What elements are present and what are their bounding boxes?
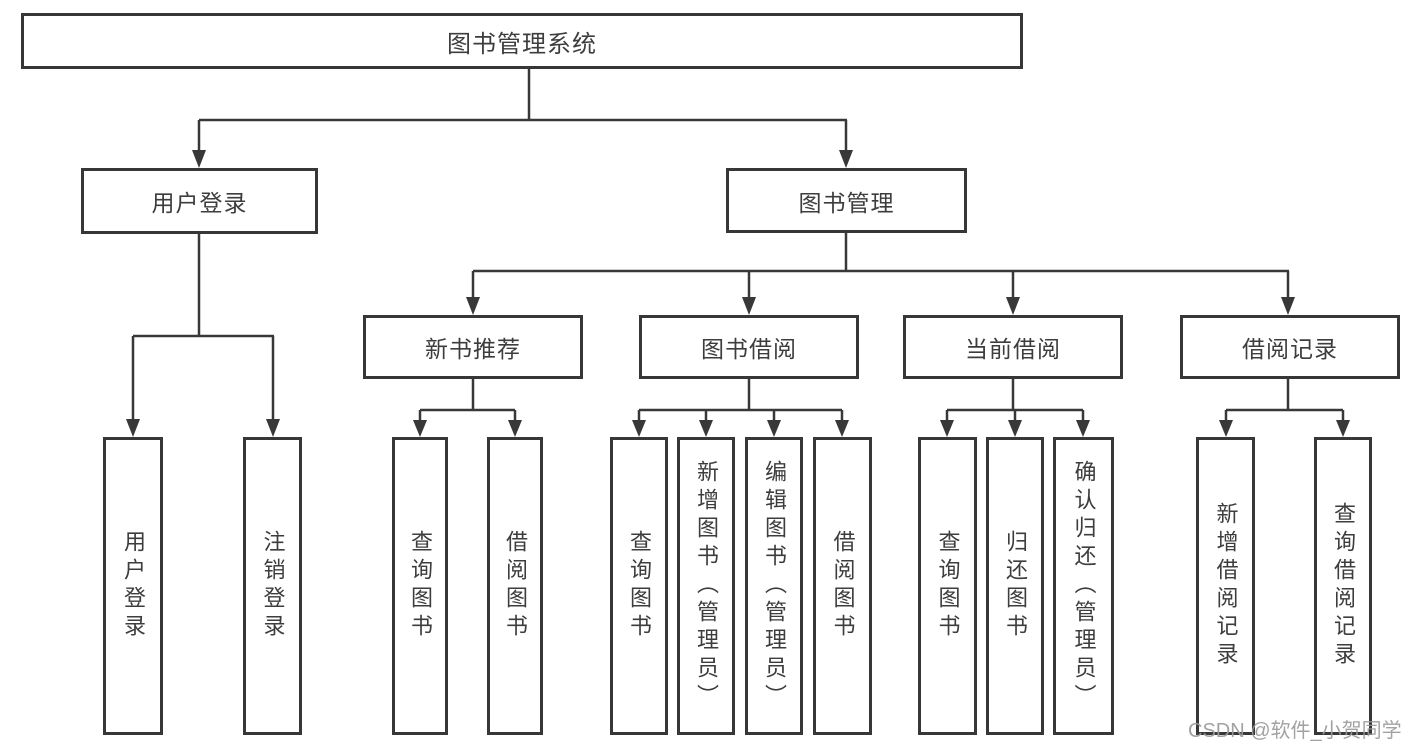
leaf-query-books-1-label: 查询图书 (408, 530, 433, 642)
node-root-label: 图书管理系统 (447, 30, 597, 58)
leaf-user-login: 用户登录 (103, 437, 163, 735)
node-borrowing-records-label: 借阅记录 (1242, 336, 1338, 362)
leaf-add-book-admin: 新增图书（管理员） (677, 437, 735, 735)
node-root: 图书管理系统 (21, 13, 1023, 69)
leaf-logout: 注销登录 (243, 437, 302, 735)
node-book-borrowing: 图书借阅 (639, 315, 859, 379)
leaf-borrow-books-2: 借阅图书 (813, 437, 872, 735)
csdn-watermark: CSDN @软件_小贺同学 (1188, 720, 1402, 742)
node-borrowing-records: 借阅记录 (1180, 315, 1400, 379)
leaf-query-borrow-record: 查询借阅记录 (1314, 437, 1372, 735)
node-user-login: 用户登录 (81, 168, 318, 234)
leaf-borrow-books-1: 借阅图书 (487, 437, 543, 735)
leaf-query-books-3-label: 查询图书 (935, 530, 961, 642)
leaf-query-books-3: 查询图书 (918, 437, 977, 735)
leaf-query-books-2-label: 查询图书 (627, 530, 652, 642)
node-book-management-label: 图书管理 (798, 189, 895, 216)
node-book-management: 图书管理 (726, 168, 967, 233)
node-new-book-recommend-label: 新书推荐 (425, 336, 521, 362)
leaf-return-book: 归还图书 (986, 437, 1044, 735)
leaf-borrow-books-1-label: 借阅图书 (503, 530, 528, 642)
leaf-add-borrow-record: 新增借阅记录 (1196, 437, 1255, 735)
leaf-logout-label: 注销登录 (260, 530, 286, 642)
node-user-login-label: 用户登录 (151, 190, 248, 216)
leaf-edit-book-admin: 编辑图书（管理员） (745, 437, 803, 735)
leaf-edit-book-admin-label: 编辑图书（管理员） (762, 460, 787, 712)
leaf-confirm-return-admin-label: 确认归还（管理员） (1071, 460, 1097, 712)
leaf-add-borrow-record-label: 新增借阅记录 (1213, 502, 1239, 670)
leaf-confirm-return-admin: 确认归还（管理员） (1053, 437, 1114, 735)
leaf-return-book-label: 归还图书 (1003, 530, 1028, 642)
leaf-borrow-books-2-label: 借阅图书 (830, 530, 856, 642)
leaf-query-books-2: 查询图书 (610, 437, 668, 735)
node-current-borrowing: 当前借阅 (903, 315, 1123, 379)
leaf-user-login-label: 用户登录 (121, 530, 146, 642)
node-book-borrowing-label: 图书借阅 (701, 336, 797, 362)
leaf-query-borrow-record-label: 查询借阅记录 (1331, 502, 1356, 670)
node-new-book-recommend: 新书推荐 (363, 315, 583, 379)
node-current-borrowing-label: 当前借阅 (965, 336, 1061, 362)
leaf-add-book-admin-label: 新增图书（管理员） (694, 460, 719, 712)
leaf-query-books-1: 查询图书 (392, 437, 448, 735)
